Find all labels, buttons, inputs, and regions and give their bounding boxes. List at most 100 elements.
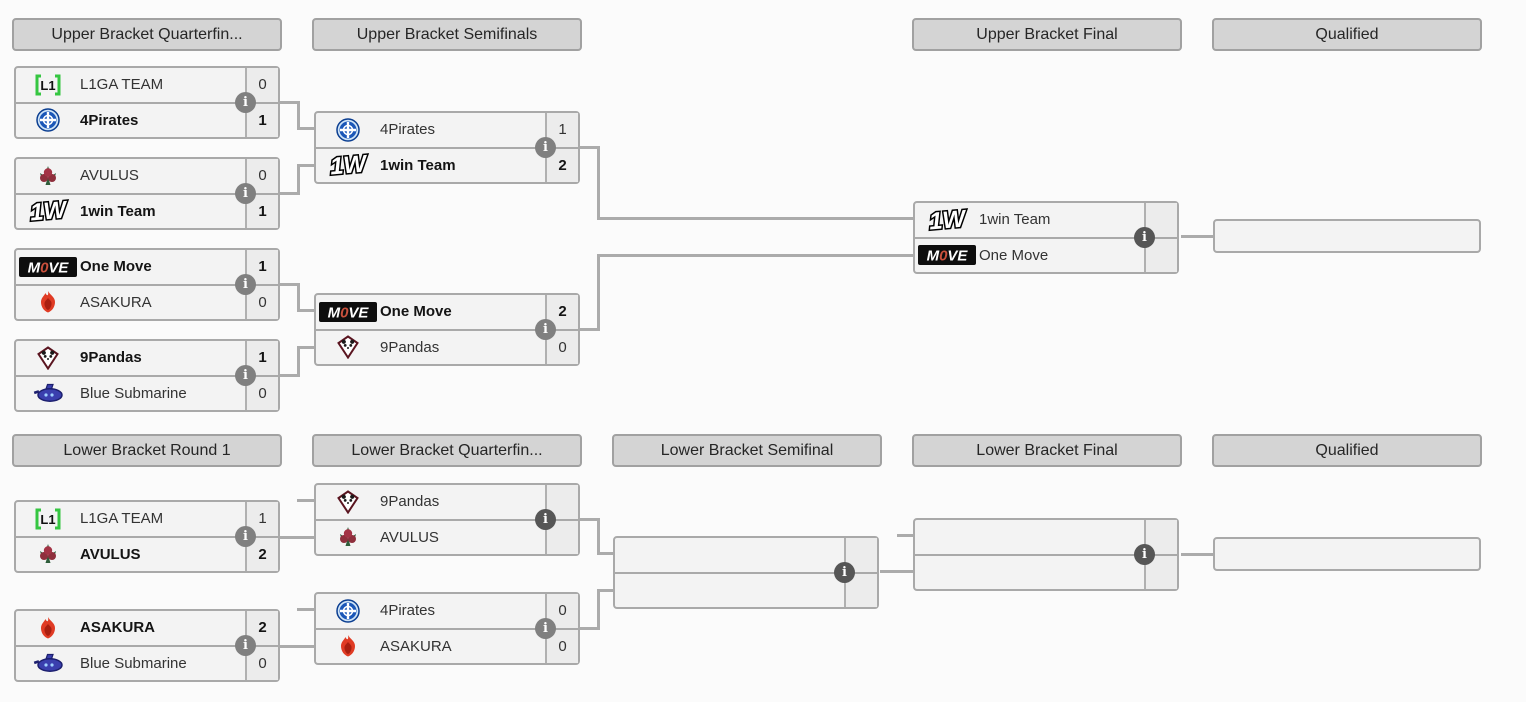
bracket-connector-line [297, 499, 314, 502]
team-row[interactable]: M0VE One Move 2 [316, 295, 578, 329]
row-divider [316, 328, 578, 331]
match-info-icon[interactable]: i [834, 562, 855, 583]
team-row[interactable]: L1 L1GA TEAM 1 [16, 502, 278, 536]
team-row[interactable]: AVULUS 0 [16, 159, 278, 193]
match-ub-qf2: AVULUS 0 1W 1win Team 1 i [14, 157, 280, 230]
bracket-connector-line [597, 217, 913, 220]
team-row[interactable]: 1W 1win Team [915, 203, 1177, 237]
team-name [679, 538, 844, 572]
team-name[interactable]: ASAKURA [380, 637, 452, 655]
team-row[interactable]: 9Pandas 1 [16, 341, 278, 375]
match-info-icon[interactable]: i [235, 92, 256, 113]
row-divider [915, 553, 1177, 556]
asakura-logo-icon [16, 611, 80, 645]
match-info-icon[interactable]: i [235, 183, 256, 204]
bracket-connector-line [597, 589, 600, 630]
svg-text:1W: 1W [928, 206, 969, 234]
team-name[interactable]: One Move [979, 246, 1049, 264]
match-info-icon[interactable]: i [235, 365, 256, 386]
match-info-icon[interactable]: i [235, 274, 256, 295]
match-lb-final: i [913, 518, 1179, 591]
row-divider [915, 236, 1177, 239]
match-info-icon[interactable]: i [535, 319, 556, 340]
match-ub-qf4: 9Pandas 1 Blue Submarine 0 i [14, 339, 280, 412]
team-row[interactable]: Blue Submarine 0 [16, 376, 278, 411]
row-divider [316, 627, 578, 630]
team-name [679, 574, 844, 608]
team-name[interactable]: AVULUS [80, 167, 139, 185]
team-row[interactable]: 4Pirates 1 [316, 113, 578, 147]
team-name[interactable]: 1win Team [380, 156, 456, 174]
team-row[interactable]: 1W 1win Team 1 [16, 194, 278, 228]
team-name[interactable]: 1win Team [979, 211, 1051, 229]
team-row[interactable]: 1W 1win Team 2 [316, 148, 578, 182]
team-row[interactable]: ASAKURA 2 [16, 611, 278, 645]
team-name[interactable]: L1GA TEAM [80, 510, 164, 528]
bracket-connector-line [297, 164, 300, 195]
bracket-connector-line [297, 127, 314, 130]
bracket-connector-line [297, 346, 314, 349]
svg-text:M0VE: M0VE [28, 259, 70, 276]
match-info-icon[interactable]: i [535, 509, 556, 530]
match-ub-qf1: L1 L1GA TEAM 0 4Pirates 1 i [14, 66, 280, 139]
9pandas-logo-icon [316, 331, 380, 365]
team-name[interactable]: 9Pandas [80, 349, 142, 367]
bracket-connector-line [597, 254, 913, 257]
team-name[interactable]: AVULUS [380, 528, 439, 546]
bracket-connector-line [597, 589, 613, 592]
row-divider [16, 644, 278, 647]
bracket-connector-line [580, 146, 600, 149]
team-name[interactable]: Blue Submarine [80, 654, 187, 672]
svg-text:M0VE: M0VE [328, 304, 370, 321]
team-name[interactable]: 9Pandas [380, 493, 440, 511]
bracket-connector-line [280, 374, 300, 377]
bracket-connector-line [297, 346, 300, 377]
match-ub-sf2: M0VE One Move 2 9Pandas 0 i [314, 293, 580, 366]
team-name[interactable]: 4Pirates [380, 121, 436, 139]
match-lb-r1-b: ASAKURA 2 Blue Submarine 0 i [14, 609, 280, 682]
avulus-logo-icon [316, 521, 380, 555]
bracket-connector-line [297, 608, 314, 611]
team-name[interactable]: 9Pandas [380, 338, 440, 356]
header-upper-semifinals: Upper Bracket Semifinals [312, 18, 582, 51]
match-info-icon[interactable]: i [535, 137, 556, 158]
9pandas-logo-icon [316, 485, 380, 519]
header-upper-quarterfinals: Upper Bracket Quarterfin... [12, 18, 282, 51]
match-info-icon[interactable]: i [235, 526, 256, 547]
match-info-icon[interactable]: i [1134, 544, 1155, 565]
empty-logo-slot [915, 520, 979, 554]
onemove-logo-icon: M0VE [16, 250, 80, 284]
bracket-connector-line [297, 101, 300, 130]
team-name[interactable]: 4Pirates [380, 602, 436, 620]
team-name[interactable]: Blue Submarine [80, 384, 187, 402]
onemove-logo-icon: M0VE [915, 239, 979, 273]
asakura-logo-icon [316, 630, 380, 664]
bracket-connector-line [597, 146, 600, 220]
match-info-icon[interactable]: i [1134, 227, 1155, 248]
match-info-icon[interactable]: i [535, 618, 556, 639]
team-row[interactable]: ASAKURA 0 [16, 285, 278, 320]
team-name[interactable]: 1win Team [80, 202, 156, 220]
row-divider [16, 283, 278, 286]
empty-logo-slot [915, 556, 979, 590]
team-name[interactable]: L1GA TEAM [80, 76, 164, 94]
team-name[interactable]: ASAKURA [80, 619, 155, 637]
l1ga-logo-icon: L1 [16, 68, 80, 102]
team-name[interactable]: 4Pirates [80, 111, 139, 129]
team-name[interactable]: One Move [380, 303, 452, 321]
bracket-connector-line [280, 101, 300, 104]
qualified-slot-lower [1213, 537, 1481, 571]
bluesubmarine-logo-icon [16, 377, 80, 411]
team-name[interactable]: One Move [80, 258, 152, 276]
team-name[interactable]: ASAKURA [80, 293, 152, 311]
team-name[interactable]: AVULUS [80, 545, 141, 563]
team-row[interactable]: AVULUS [316, 520, 578, 555]
asakura-logo-icon [16, 286, 80, 320]
match-lb-semifinal: i [613, 536, 879, 609]
match-info-icon[interactable]: i [235, 635, 256, 656]
team-row[interactable]: 4Pirates 0 [316, 594, 578, 628]
header-lower-semifinal: Lower Bracket Semifinal [612, 434, 882, 467]
team-row[interactable]: M0VE One Move [915, 238, 1177, 273]
svg-text:1W: 1W [29, 197, 70, 225]
onemove-logo-icon: M0VE [316, 295, 380, 329]
